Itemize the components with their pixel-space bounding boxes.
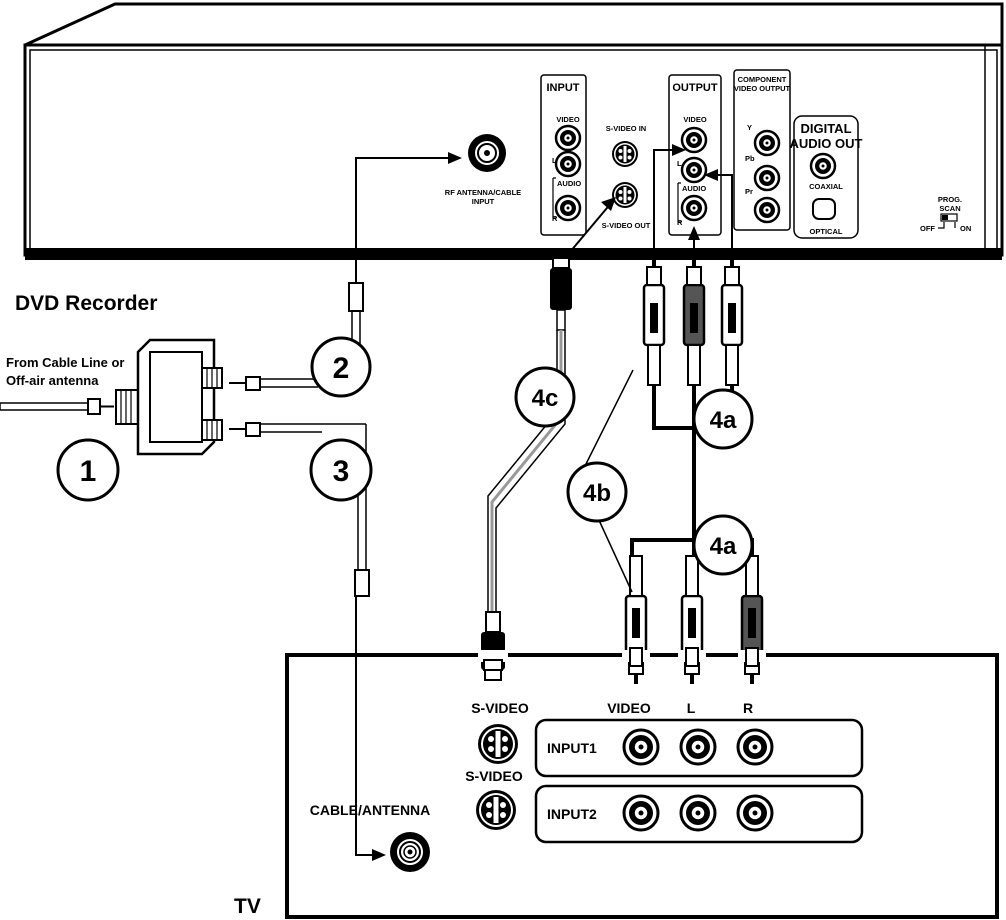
input-panel-title: INPUT [547,82,580,94]
tv-l-label: L [687,700,696,716]
tv-svideo-label-1: S-VIDEO [471,700,529,716]
cable-2-rf [229,152,462,391]
prog-scan-label-2: SCAN [939,204,960,213]
callout-3: 3 [309,438,373,502]
svg-text:3: 3 [333,455,350,488]
tv-video-label: VIDEO [607,700,651,716]
output-video-jack-icon [680,126,708,154]
arrow-icon [372,849,386,861]
cable-3-tv-antenna [229,422,386,861]
output-l-label: L [677,159,682,168]
callout-4a-top: 4a [692,388,754,450]
tv-svideo-2-jack-icon [476,790,516,830]
arrow-icon [601,197,616,211]
callout-4b: 4b [566,461,628,523]
component-pr-jack-icon [753,196,781,224]
tv-input2-row: INPUT2 [534,784,864,844]
svideo-out-label: S-VIDEO OUT [602,221,651,230]
svideo-cable [481,197,616,681]
tv-title: TV [234,895,261,918]
svideo-in-jack-icon [612,141,638,167]
input-video-label: VIDEO [556,115,580,124]
output-panel: OUTPUT VIDEO L AUDIO R [668,74,722,236]
rf-antenna-cable-input [468,134,506,172]
tv-cable-antenna-jack-icon [390,832,430,872]
coax-connector-icon [245,376,261,391]
input-video-jack-icon [554,124,582,152]
tv-input1-row: INPUT1 [534,718,864,778]
input-panel: INPUT VIDEO L AUDIO R [540,74,587,236]
svg-text:4a: 4a [710,533,737,560]
source-label-1: From Cable Line or [6,355,124,370]
rf-input-label-1: RF ANTENNA/CABLE [445,188,521,197]
prog-scan-off-label: OFF [920,224,935,233]
tv-input2-label: INPUT2 [547,806,597,822]
digital-title-1: DIGITAL [800,121,851,136]
dvd-recorder-title: DVD Recorder [15,292,157,315]
prog-scan-label-1: PROG. [938,195,962,204]
tv-input1-video-jack-icon [622,728,660,766]
input-l-jack-icon [554,150,582,178]
source-cable [0,398,114,415]
callout-4a-bottom: 4a [692,514,754,576]
component-video-output-panel: COMPONENT VIDEO OUTPUT Y Pb Pr [733,69,791,231]
digital-audio-out-panel: DIGITAL AUDIO OUT COAXIAL OPTICAL [790,115,863,239]
svg-text:2: 2 [333,352,350,385]
digital-coaxial-jack-icon [809,152,837,180]
rca-plug-video-top [642,255,666,387]
output-r-jack-icon [680,194,708,222]
arrow-icon [448,152,462,164]
source-label-2: Off-air antenna [6,373,99,388]
tv-input2-r-jack-icon [736,794,774,832]
digital-coaxial-label: COAXIAL [809,182,843,191]
output-panel-title: OUTPUT [672,82,718,94]
component-y-jack-icon [753,129,781,157]
prog-scan-switch: PROG. SCAN OFF ON [920,195,971,233]
component-title-2: VIDEO OUTPUT [734,84,791,93]
svg-text:4c: 4c [532,385,559,412]
component-pb-label: Pb [745,154,755,163]
svg-text:4b: 4b [583,480,611,507]
output-r-label: R [677,218,683,227]
splitter-icon [115,338,223,456]
svideo-in-label: S-VIDEO IN [606,124,646,133]
tv-cable-antenna-label: CABLE/ANTENNA [310,802,431,818]
svideo-out-jack-icon [612,182,638,208]
component-y-label: Y [747,123,752,132]
svg-text:1: 1 [80,455,97,488]
tv-input2-video-jack-icon [622,794,660,832]
tv-r-label: R [743,700,753,716]
input-l-label: L [552,156,557,165]
component-pb-jack-icon [753,164,781,192]
callout-4c: 4c [514,366,576,428]
output-video-label: VIDEO [683,115,707,124]
svg-text:4a: 4a [710,407,737,434]
tv-svideo-1-jack-icon [478,724,518,764]
rca-plug-r-top [720,255,744,387]
tv-input2-l-jack-icon [679,794,717,832]
prog-scan-on-label: ON [960,224,971,233]
input-r-jack-icon [554,194,582,222]
callout-2: 2 [310,336,372,398]
digital-optical-label: OPTICAL [810,227,843,236]
tv-input1-label: INPUT1 [547,740,597,756]
coax-connector-icon [245,422,261,437]
tv-input1-l-jack-icon [679,728,717,766]
output-audio-label: AUDIO [682,184,706,193]
toggle-switch-icon [940,213,958,222]
rf-input-label-2: INPUT [472,197,495,206]
tv-input1-r-jack-icon [736,728,774,766]
input-r-label: R [552,214,558,223]
tv-svideo-label-2: S-VIDEO [465,768,523,784]
rca-plug-l-top [682,255,706,387]
output-l-jack-icon [680,156,708,184]
component-title-1: COMPONENT [738,75,787,84]
callout-1: 1 [56,438,120,502]
component-pr-label: Pr [745,187,753,196]
input-audio-label: AUDIO [557,179,581,188]
digital-title-2: AUDIO OUT [790,136,863,151]
